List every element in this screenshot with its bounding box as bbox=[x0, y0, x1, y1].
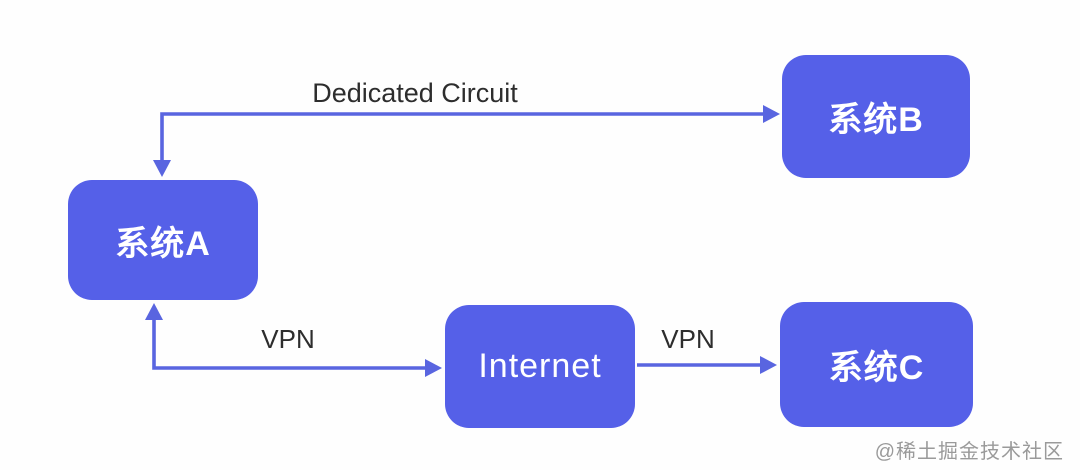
node-internet: Internet bbox=[445, 305, 635, 428]
edge-label-vpn-a-internet: VPN bbox=[261, 324, 315, 354]
arrowhead-into-system-a-top bbox=[153, 160, 171, 177]
node-internet-label: Internet bbox=[478, 347, 602, 385]
node-system-a-label: 系统A bbox=[115, 224, 211, 263]
arrowhead-into-system-c bbox=[760, 356, 777, 374]
node-system-b-label: 系统B bbox=[828, 101, 924, 139]
edge-label-vpn-internet-c: VPN bbox=[661, 324, 715, 354]
arrowhead-into-internet bbox=[425, 359, 442, 377]
arrowhead-into-system-a-bottom bbox=[145, 303, 163, 320]
node-system-b: 系统B bbox=[782, 55, 970, 178]
node-system-c: 系统C bbox=[780, 302, 973, 427]
node-system-a: 系统A bbox=[68, 180, 258, 300]
arrowhead-into-system-b bbox=[763, 105, 780, 123]
edge-dedicated-circuit-line bbox=[160, 112, 766, 164]
watermark-text: @稀土掘金技术社区 bbox=[874, 441, 1064, 463]
edge-label-dedicated-circuit: Dedicated Circuit bbox=[312, 78, 518, 108]
node-system-c-label: 系统C bbox=[828, 349, 925, 387]
edge-vpn-a-internet-line bbox=[152, 312, 428, 370]
